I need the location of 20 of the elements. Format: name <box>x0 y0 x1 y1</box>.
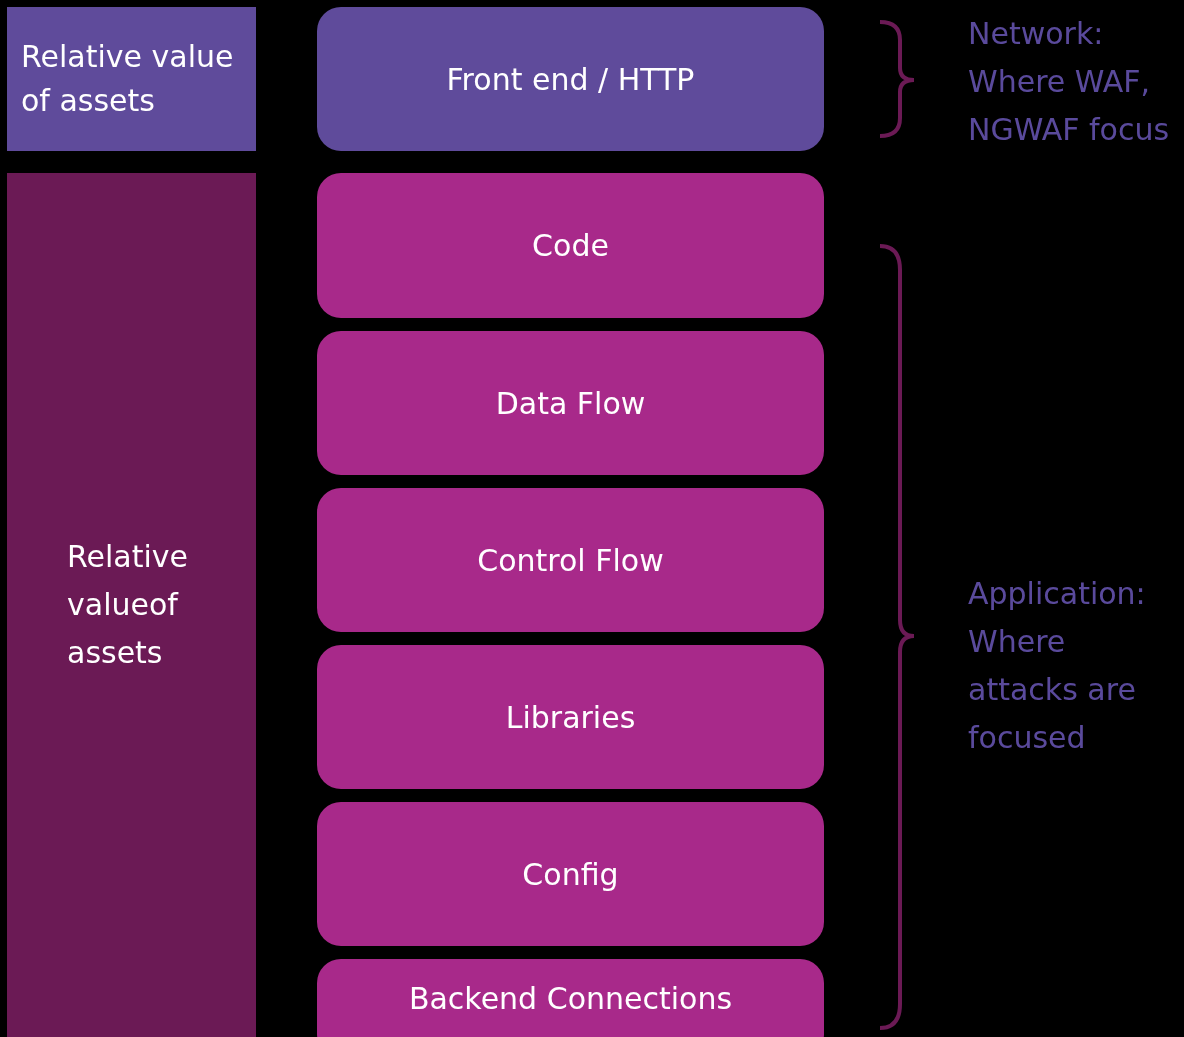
box-label: Data Flow <box>495 385 646 421</box>
layer-box <box>317 645 824 789</box>
box-label: Control Flow <box>477 542 664 578</box>
annotation-text: Application: Where attacks are focused <box>968 575 1147 757</box>
box-label: Relative value of assets <box>21 38 235 120</box>
value-panel <box>7 7 256 151</box>
layer-box <box>317 802 824 946</box>
layer-box <box>317 173 824 318</box>
box-label: Backend Connections <box>408 980 733 1016</box>
value-panel <box>7 173 256 1037</box>
layer-box <box>317 7 824 151</box>
box-label: Libraries <box>505 699 636 735</box>
box-label: Code <box>532 228 609 263</box>
box-label: Relative valueof assets <box>67 538 189 672</box>
box-label: Front end / HTTP <box>446 61 695 97</box>
layer-box <box>317 488 824 632</box>
layer-box <box>317 959 824 1037</box>
annotation-text: Network: Where WAF, NGWAF focus <box>968 15 1171 149</box>
box-label: Config <box>522 856 619 892</box>
layer-box <box>317 331 824 475</box>
